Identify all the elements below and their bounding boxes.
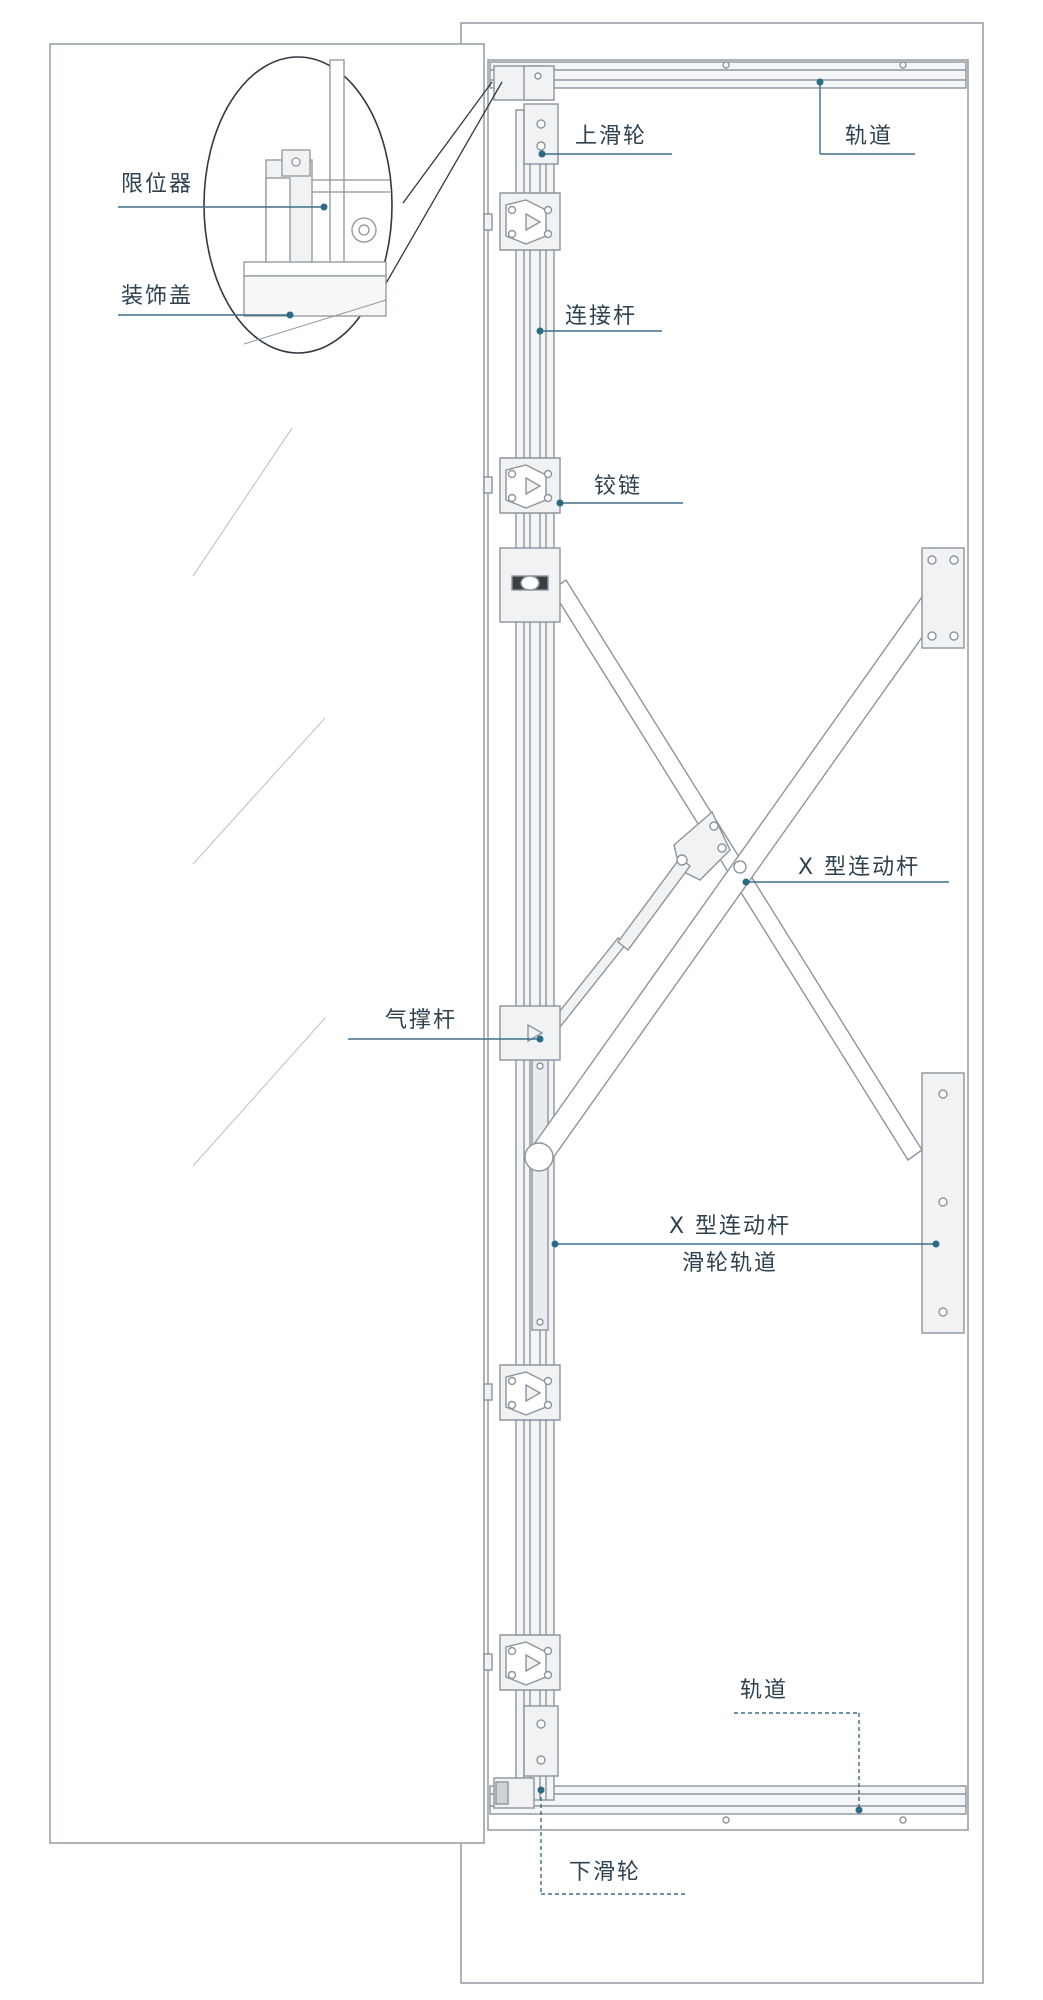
bottom-rail — [489, 1785, 967, 1824]
label-hinge: 铰链 — [594, 474, 643, 499]
x-link-upper-slider — [499, 547, 561, 623]
label-limiter: 限位器 — [121, 172, 194, 197]
label-bottom-rail: 轨道 — [740, 1678, 789, 1703]
x-link-slide-track — [531, 1059, 549, 1331]
label-top-rail: 轨道 — [845, 124, 894, 149]
label-gas-strut: 气撑杆 — [385, 1008, 458, 1033]
x-linkage — [524, 573, 958, 1172]
top-rail — [489, 61, 967, 89]
leader-dots — [286, 78, 940, 1814]
limiter-block — [493, 65, 555, 101]
hinge-3 — [483, 1364, 561, 1421]
label-connecting-rod: 连接杆 — [565, 304, 638, 329]
right-pivot-bracket — [921, 547, 965, 649]
lower-pulley — [493, 1705, 559, 1809]
label-x-link: X 型连动杆 — [798, 855, 921, 880]
hinge-4 — [483, 1634, 561, 1691]
leader-lines — [118, 82, 949, 1895]
label-decor-cover: 装饰盖 — [121, 284, 194, 309]
label-lower-pulley: 下滑轮 — [569, 1860, 642, 1885]
gas-strut-mount — [499, 1005, 561, 1061]
glass-reflection-lines — [192, 427, 326, 1167]
hinge-2 — [483, 457, 561, 514]
label-x-link-track-line2: 滑轮轨道 — [681, 1251, 778, 1276]
hinge-1 — [483, 192, 561, 251]
label-upper-pulley: 上滑轮 — [575, 124, 648, 149]
label-x-link-track-line1: X 型连动杆 — [668, 1214, 792, 1239]
right-track-plate — [921, 1072, 965, 1334]
connecting-rod — [515, 109, 555, 1801]
magnifier-inset — [203, 56, 503, 354]
